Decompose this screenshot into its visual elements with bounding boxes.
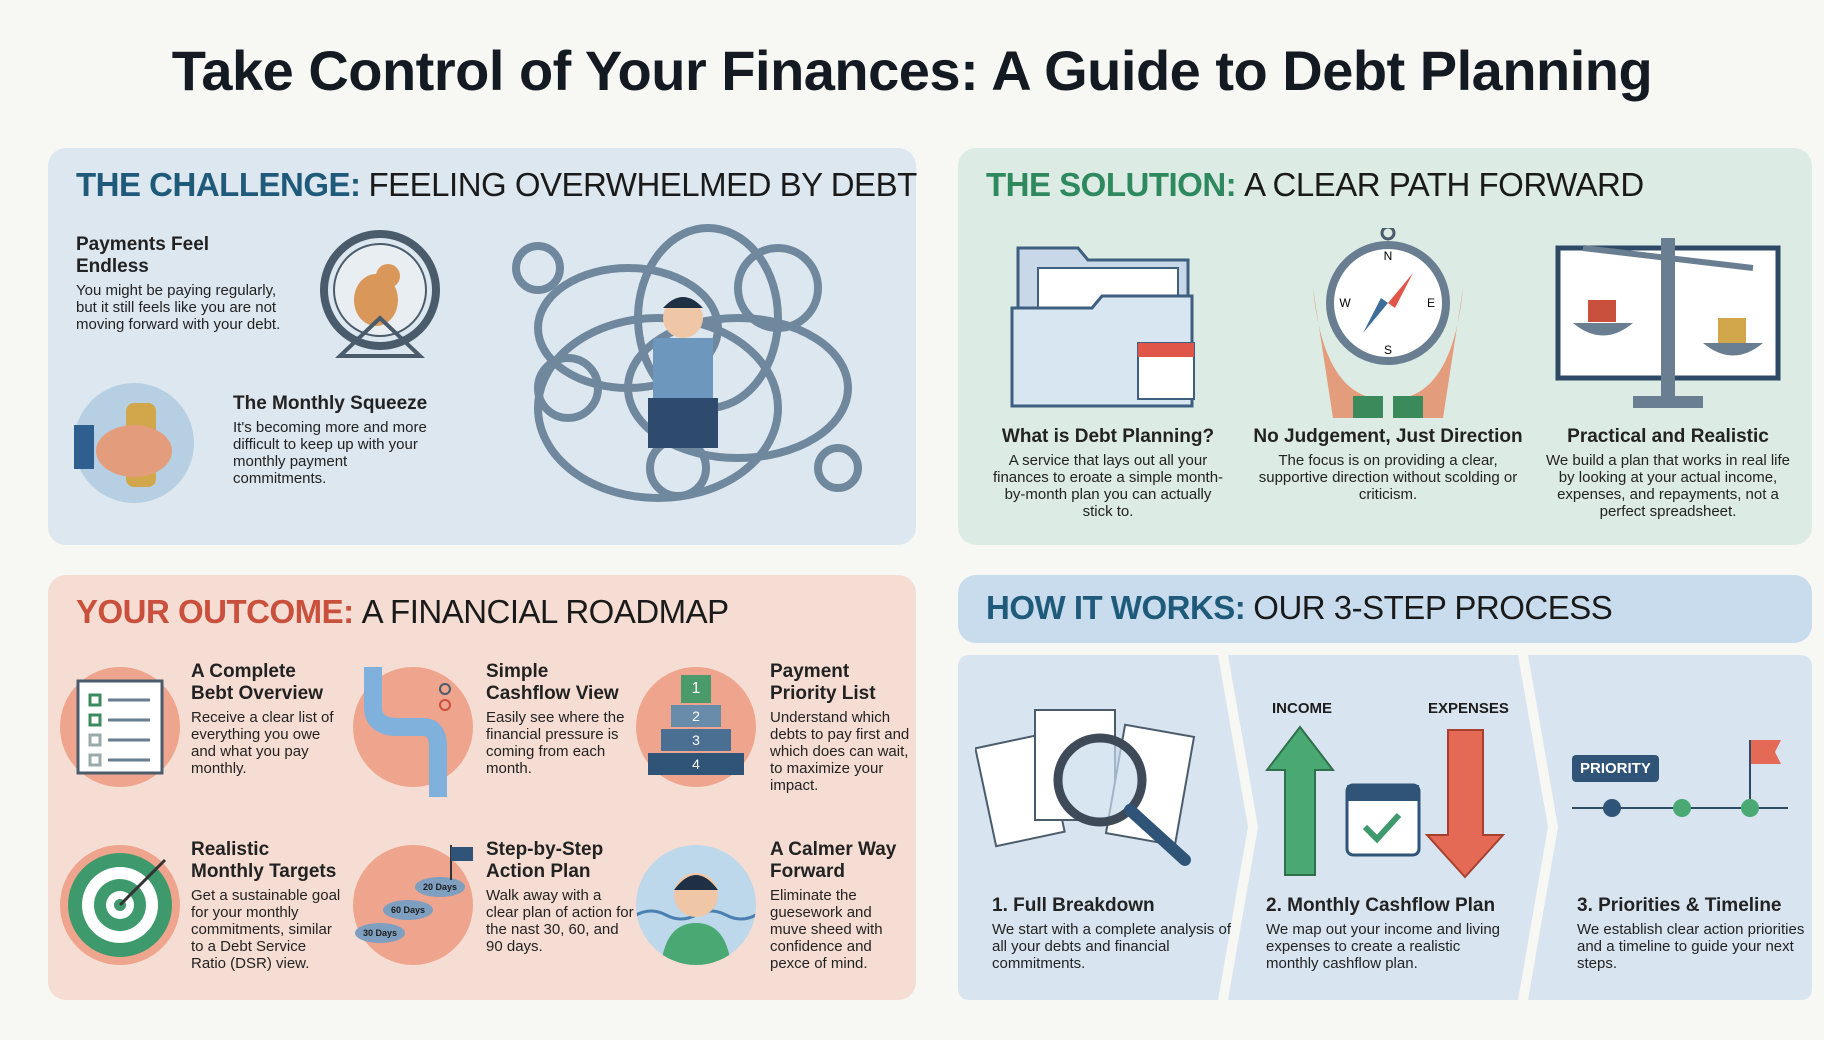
item-title: Practical and Realistic — [1567, 426, 1769, 447]
compass-s: S — [1384, 343, 1392, 357]
solution-accent: THE SOLUTION: — [986, 166, 1237, 203]
compass-e: E — [1427, 296, 1435, 310]
item-text: The focus is on providing a clear, suppo… — [1258, 452, 1518, 503]
priority-tag: PRIORITY — [1572, 755, 1659, 782]
item-text: It's becoming more and more difficult to… — [233, 419, 427, 487]
challenge-heading: THE CHALLENGE:FEELING OVERWHELMED BY DEB… — [76, 166, 917, 204]
solution-item: No Judgement, Just Direction The focus i… — [1248, 426, 1528, 503]
outcome-panel: YOUR OUTCOME:A FINANCIAL ROADMAP A Compl… — [48, 575, 916, 1000]
outcome-heading-text: A FINANCIAL ROADMAP — [361, 593, 730, 630]
process-header: HOW IT WORKS:OUR 3-STEP PROCESS — [958, 575, 1812, 643]
item-text: A service that lays out all your finance… — [992, 452, 1224, 520]
challenge-item: Payments Feel Endless You might be payin… — [76, 234, 286, 333]
hand-squeezing-coins-icon — [74, 383, 194, 503]
stone-label: 30 Days — [355, 923, 405, 943]
challenge-item: The Monthly Squeeze It's becoming more a… — [233, 393, 433, 487]
item-title: Step-by-Step Action Plan — [486, 839, 604, 882]
outcome-item: Simple Cashflow View Easily see where th… — [486, 661, 636, 777]
outcome-item: A Complete Bebt Overview Receive a clear… — [191, 661, 341, 777]
checklist-icon — [60, 667, 180, 787]
process-step: 1. Full Breakdown We start with a comple… — [992, 895, 1232, 972]
process-heading: HOW IT WORKS:OUR 3-STEP PROCESS — [986, 589, 1613, 627]
item-text: Easily see where the financial pressure … — [486, 709, 625, 777]
solution-item: Practical and Realistic We build a plan … — [1538, 426, 1798, 520]
solution-item: What is Debt Planning? A service that la… — [988, 426, 1228, 520]
priority-level-4: 4 — [648, 753, 744, 775]
compass-hands-icon: N E S W — [1313, 228, 1463, 418]
step-title: 1. Full Breakdown — [992, 895, 1155, 916]
solution-panel: THE SOLUTION:A CLEAR PATH FORWARD N E S … — [958, 148, 1812, 545]
priority-level-1: 1 — [681, 675, 711, 703]
stone-label: 20 Days — [415, 877, 465, 897]
outcome-accent: YOUR OUTCOME: — [76, 593, 354, 630]
outcome-heading: YOUR OUTCOME:A FINANCIAL ROADMAP — [76, 593, 729, 631]
stepping-stones-icon: 30 Days 60 Days 20 Days — [353, 845, 473, 965]
item-title: The Monthly Squeeze — [233, 393, 428, 414]
page-title: Take Control of Your Finances: A Guide t… — [171, 39, 1653, 102]
process-accent: HOW IT WORKS: — [986, 589, 1246, 626]
item-title: Simple Cashflow View — [486, 661, 619, 704]
folder-calendar-icon — [1010, 246, 1195, 408]
item-title: A Complete Bebt Overview — [191, 661, 323, 704]
compass-n: N — [1384, 249, 1393, 263]
hamster-wheel-icon — [320, 230, 440, 358]
step-title: 2. Monthly Cashflow Plan — [1266, 895, 1496, 916]
challenge-accent: THE CHALLENGE: — [76, 166, 361, 203]
solution-heading: THE SOLUTION:A CLEAR PATH FORWARD — [986, 166, 1644, 204]
magnifier-documents-icon — [975, 709, 1196, 866]
stone-label: 60 Days — [383, 900, 433, 920]
item-text: We build a plan that works in real life … — [1545, 452, 1790, 520]
process-step: 2. Monthly Cashflow Plan We map out your… — [1266, 895, 1516, 972]
tangled-rope-person-illustration — [512, 224, 862, 502]
target-icon — [60, 845, 180, 965]
item-text: Eliminate the guesework and muve sheed w… — [770, 887, 883, 972]
outcome-item: Realistic Monthly Targets Get a sustaina… — [191, 839, 341, 972]
process-heading-text: OUR 3-STEP PROCESS — [1253, 589, 1613, 626]
priority-level-3: 3 — [661, 729, 731, 751]
calm-person-icon — [636, 845, 756, 965]
income-expenses-icon — [1265, 725, 1506, 879]
item-title: Realistic Monthly Targets — [191, 839, 337, 882]
outcome-item: Step-by-Step Action Plan Walk away with … — [486, 839, 636, 955]
step-text: We establish clear action priorities and… — [1577, 921, 1805, 972]
item-text: Walk away with a clear plan of action fo… — [486, 887, 634, 955]
step-title: 3. Priorities & Timeline — [1577, 895, 1782, 916]
item-title: What is Debt Planning? — [1001, 426, 1215, 447]
step-text: We map out your income and living expens… — [1266, 921, 1501, 972]
challenge-panel: THE CHALLENGE:FEELING OVERWHELMED BY DEB… — [48, 148, 917, 545]
item-title: Payments Feel Endless — [76, 234, 210, 277]
item-text: Get a sustainable goal for your monthly … — [191, 887, 341, 972]
item-title: Payment Priority List — [770, 661, 876, 704]
expenses-label: EXPENSES — [1428, 700, 1509, 717]
challenge-heading-text: FEELING OVERWHELMED BY DEBT — [368, 166, 918, 203]
item-text: Receive a clear list of everything you o… — [191, 709, 334, 777]
priority-level-2: 2 — [671, 705, 721, 727]
item-title: A Calmer Way Forward — [770, 839, 897, 882]
step-text: We start with a complete analysis of all… — [992, 921, 1231, 972]
balance-scale-icon — [1555, 238, 1781, 408]
item-text: Understand which debts to pay first and … — [770, 709, 910, 794]
timeline-flag-icon — [1572, 740, 1788, 817]
solution-heading-text: A CLEAR PATH FORWARD — [1244, 166, 1644, 203]
outcome-item: A Calmer Way Forward Eliminate the guese… — [770, 839, 910, 972]
income-label: INCOME — [1272, 700, 1332, 717]
outcome-item: Payment Priority List Understand which d… — [770, 661, 910, 794]
compass-w: W — [1339, 296, 1351, 310]
priority-stack-icon: 1 2 3 4 — [636, 667, 756, 787]
process-step: 3. Priorities & Timeline We establish cl… — [1577, 895, 1807, 972]
flag-icon — [450, 845, 473, 880]
item-title: No Judgement, Just Direction — [1253, 426, 1523, 447]
item-text: You might be paying regularly, but it st… — [76, 282, 281, 333]
pipes-icon — [353, 662, 473, 797]
